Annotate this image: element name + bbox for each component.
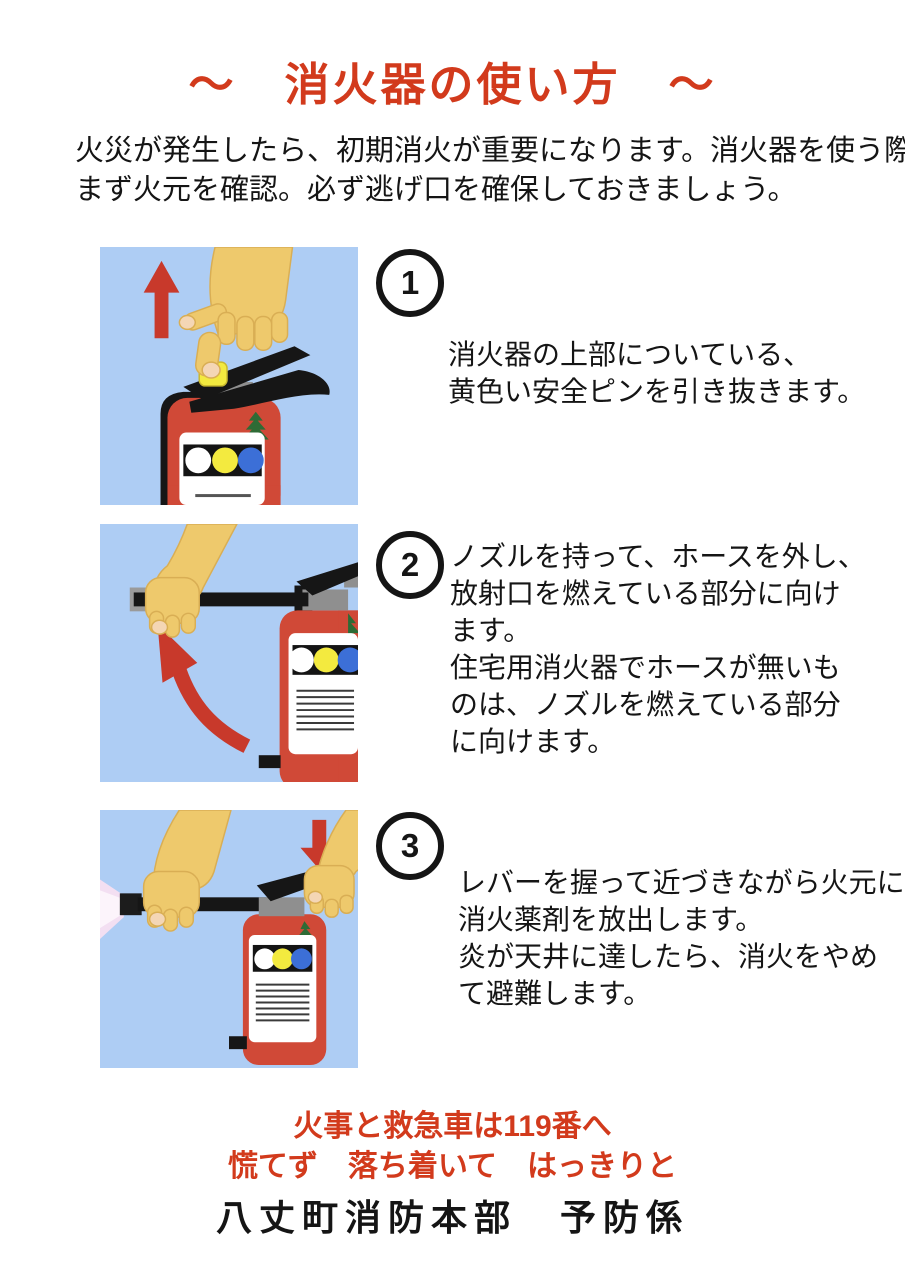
step1-illustration-pull-pin <box>100 247 358 505</box>
lever <box>296 562 358 596</box>
step2-number: 2 <box>400 546 420 583</box>
step2-line-2: 放射口を燃えている部分に向け <box>450 578 841 609</box>
step2-line-3: ます。 <box>450 615 532 646</box>
step3-number-badge: 3 <box>376 812 444 880</box>
hand-icon <box>144 524 238 638</box>
label-yellow-circle <box>313 647 339 673</box>
step1-number: 1 <box>400 264 420 301</box>
step2-illustration-aim-nozzle <box>100 524 358 782</box>
hand-icon <box>178 247 294 379</box>
organization-name: 八丈町消防本部 予防係 <box>215 1197 689 1238</box>
intro-text: 火災が発生したら、初期消火が重要になります。消火器を使う際は、 まず火元を確認。… <box>75 132 905 210</box>
emergency-call-line-2: 慌てず 落ち着いて はっきりと <box>227 1150 678 1183</box>
step3-line-2: 消火薬剤を放出します。 <box>458 904 764 935</box>
step3-line-4: て避難します。 <box>458 978 652 1009</box>
collar <box>258 897 305 917</box>
label-white-circle <box>254 948 276 970</box>
step2-line-4: 住宅用消火器でホースが無いも <box>450 652 841 683</box>
step3-number: 3 <box>400 827 420 864</box>
step2-number-badge: 2 <box>376 531 444 599</box>
label-white-circle <box>185 447 212 474</box>
label-blue-circle <box>337 647 358 673</box>
step3-instruction: レバーを握って近づきながら火元に 消火薬剤を放出します。 炎が天井に達したら、消… <box>458 864 905 1012</box>
step1-instruction: 消火器の上部についている、 黄色い安全ピンを引き抜きます。 <box>448 336 865 410</box>
step1-line-2: 黄色い安全ピンを引き抜きます。 <box>448 376 866 407</box>
step3-illustration-discharge <box>100 810 358 1068</box>
curved-arrow-icon <box>157 624 251 753</box>
step3-line-3: 炎が天井に達したら、消火をやめ <box>458 941 879 972</box>
step3-line-1: レバーを握って近づきながら火元に <box>458 867 905 898</box>
label-blue-circle <box>291 948 312 970</box>
spray-icon <box>100 879 124 939</box>
label-white-circle <box>289 647 314 673</box>
right-hand-icon <box>303 810 358 918</box>
emergency-call-line-1: 火事と救急車は119番へ <box>293 1110 612 1143</box>
extinguisher-icon <box>160 346 330 505</box>
nozzle-tip <box>119 893 142 916</box>
step2-instruction: ノズルを持って、ホースを外し、 放射口を燃えている部分に向け ます。 住宅用消火… <box>450 538 866 760</box>
label-text-lines <box>296 689 355 731</box>
up-arrow-icon <box>143 260 180 339</box>
green-emblem-icon <box>242 411 269 440</box>
left-hand-icon <box>142 810 232 932</box>
step2-line-1: ノズルを持って、ホースを外し、 <box>450 541 866 572</box>
label-blue-circle <box>237 447 264 474</box>
intro-line-2: まず火元を確認。必ず逃げ口を確保しておきましょう。 <box>75 174 797 206</box>
label-text-lines <box>255 983 310 1022</box>
page-title: ～ 消火器の使い方 ～ <box>188 59 717 110</box>
step2-line-6: に向けます。 <box>450 726 616 757</box>
label-yellow-circle <box>272 948 294 970</box>
label-yellow-circle <box>212 447 238 474</box>
extinguisher-icon <box>258 562 358 782</box>
step1-number-badge: 1 <box>376 249 444 317</box>
intro-line-1: 火災が発生したら、初期消火が重要になります。消火器を使う際は、 <box>75 135 905 167</box>
green-emblem-icon <box>294 921 317 946</box>
step2-line-5: のは、ノズルを燃えている部分 <box>450 689 841 720</box>
step1-line-1: 消火器の上部についている、 <box>448 339 812 370</box>
